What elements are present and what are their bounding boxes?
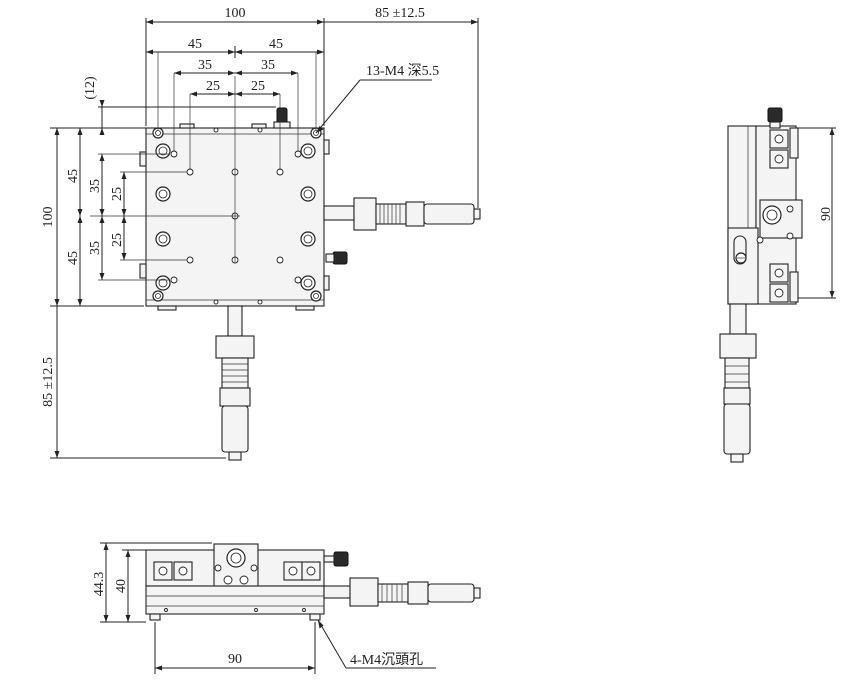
dim-v45-bottom: 45 [66, 251, 81, 265]
callout-tapped-holes: 13-M4 深5.5 [366, 63, 439, 79]
dim-width-label: 100 [225, 6, 246, 21]
mounting-holes [155, 143, 316, 291]
dim-travel-y-label: 85 ±12.5 [41, 357, 56, 407]
callout-counterbore: 4-M4沉頭孔 [350, 652, 423, 668]
micrometer-y [215, 305, 255, 461]
dim-12-label: (12) [83, 76, 98, 100]
dim-v45-top: 45 [66, 169, 81, 183]
top-view: 100 85 ±12.5 45 45 35 [41, 6, 481, 461]
side-dim-90: 90 [819, 207, 834, 221]
front-dim-40: 40 [114, 579, 129, 593]
lock-knob-right [332, 251, 348, 265]
dim-v35-top: 35 [88, 179, 103, 193]
front-dim-90: 90 [228, 652, 242, 667]
dim-v25-top: 25 [110, 187, 125, 201]
dim-45-left: 45 [188, 37, 202, 52]
dim-travel-x-label: 85 ±12.5 [375, 6, 425, 21]
front-dim-44-3: 44.3 [92, 572, 107, 597]
dim-v25-bottom: 25 [110, 233, 125, 247]
dim-25-left: 25 [206, 79, 220, 94]
micrometer-x [323, 197, 481, 231]
front-view: 44.3 40 90 4-M4沉頭孔 [92, 542, 481, 674]
side-view: 90 [719, 107, 836, 463]
dim-35-right: 35 [261, 58, 275, 73]
dim-25-right: 25 [251, 79, 265, 94]
dim-height-label: 100 [41, 207, 56, 228]
dim-45-right: 45 [269, 37, 283, 52]
dim-35-left: 35 [198, 58, 212, 73]
dim-v35-bottom: 35 [88, 241, 103, 255]
